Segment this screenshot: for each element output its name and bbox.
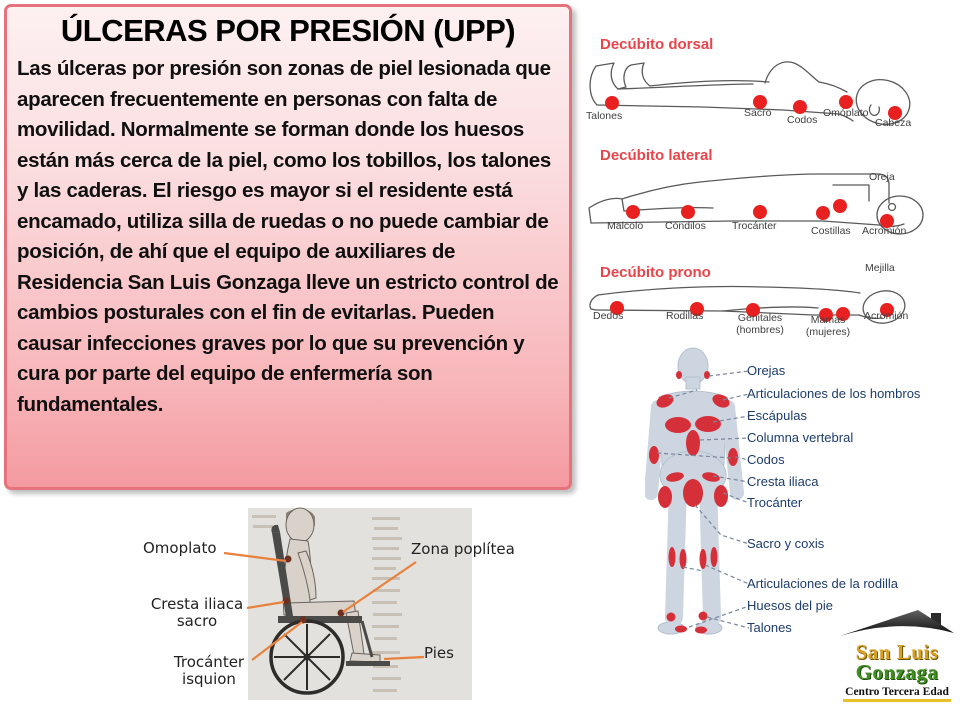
lateral-label-condilos: Cóndilos [665, 220, 706, 232]
standing-label-codos: Codos [747, 452, 785, 467]
wheelchair-figure [223, 507, 472, 700]
lateral-label-malcolo: Malcolo [607, 220, 644, 232]
wheelchair-label-cresta-iliaca-sacro: Cresta iliaca sacro [150, 595, 244, 630]
standing-label-cresta: Cresta iliaca [747, 474, 819, 489]
lateral-pressure-dots [626, 199, 894, 228]
wheelchair-label-omoplato: Omoplato [143, 539, 217, 557]
standing-label-orejas: Orejas [747, 363, 786, 378]
standing-label-trocanter: Trocánter [747, 495, 803, 510]
standing-label-sacro: Sacro y coxis [747, 536, 825, 551]
decubito-lateral-figure [588, 173, 924, 235]
prono-label-mejilla: Mejilla [865, 262, 895, 274]
san-luis-gonzaga-logo: San Luis Gonzaga Centro Tercera Edad [838, 608, 956, 702]
prono-outline [589, 285, 906, 324]
prono-label-rodillas: Rodillas [666, 310, 704, 322]
wheelchair [269, 524, 390, 695]
logo-name-line2: Gonzaga [855, 660, 939, 684]
wheelchair-label-pies: Pies [424, 644, 454, 662]
logo-name-line1: San Luis [855, 640, 939, 664]
standing-body-figure [645, 347, 750, 635]
logo-roof-icon [840, 610, 954, 636]
standing-label-hombros: Articulaciones de los hombros [747, 386, 921, 401]
dorsal-label-omoplato: Omóplato [823, 107, 869, 119]
info-box: ÚLCERAS POR PRESIÓN (UPP) Las úlceras po… [4, 4, 572, 490]
dorsal-label-cabeza: Cabeza [875, 117, 912, 129]
wheelchair-label-zona-poplitea: Zona poplítea [411, 540, 515, 558]
info-paragraph: Las úlceras por presión son zonas de pie… [17, 57, 559, 416]
lateral-label-costillas: Costillas [811, 225, 851, 237]
dorsal-pressure-dots [605, 95, 902, 120]
standing-label-pie: Huesos del pie [747, 598, 833, 613]
standing-label-talones: Talones [747, 620, 792, 635]
dorsal-label-codos: Codos [787, 114, 818, 126]
standing-label-escapulas: Escápulas [747, 408, 807, 423]
prono-label-acromion: Acromión [864, 310, 909, 322]
page-title: ÚLCERAS POR PRESIÓN (UPP) [60, 13, 516, 48]
section-title-decubito-dorsal: Decúbito dorsal [600, 36, 714, 53]
section-title-decubito-prono: Decúbito prono [600, 264, 711, 281]
wheelchair-label-trocanter-isquion: Trocánter isquion [173, 653, 245, 688]
dorsal-outline [589, 61, 911, 125]
lateral-label-oreja: Oreja [869, 171, 895, 183]
lateral-label-trocanter: Trocánter [732, 220, 777, 232]
scan-text-remnants [252, 515, 402, 692]
lateral-label-acromion: Acromión [862, 225, 907, 237]
section-title-decubito-lateral: Decúbito lateral [600, 147, 713, 164]
decubito-prono-figure [589, 285, 906, 324]
standing-label-rodilla: Articulaciones de la rodilla [747, 576, 899, 591]
standing-pressure-spots [649, 371, 738, 634]
logo-tagline: Centro Tercera Edad [843, 685, 951, 702]
scanned-page-background [248, 508, 472, 700]
prono-label-dedos: Dedos [593, 310, 624, 322]
standing-label-columna: Columna vertebral [747, 430, 854, 445]
decubito-dorsal-figure [589, 61, 911, 125]
prono-label-mamas: Mamas (mujeres) [805, 314, 851, 338]
wheelchair-leader-lines [223, 551, 425, 661]
dorsal-label-sacro: Sacro [744, 107, 772, 119]
prono-label-genitales: Genitales (hombres) [736, 312, 784, 336]
dorsal-label-talones: Talones [586, 110, 623, 122]
standing-leader-lines [656, 370, 750, 629]
prono-pressure-dots [610, 301, 894, 322]
